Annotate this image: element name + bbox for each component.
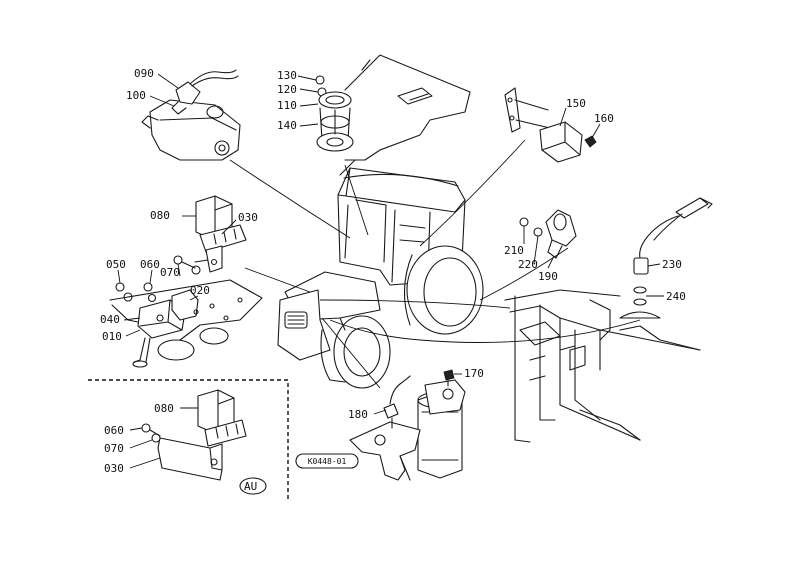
label-070-inset: 070 xyxy=(104,442,124,455)
label-230: 230 xyxy=(662,258,682,271)
label-140: 140 xyxy=(277,119,297,132)
label-020: 020 xyxy=(190,284,210,297)
part-group-110-140 xyxy=(315,75,354,152)
part-labels: 090 100 130 120 110 140 150 160 080 030 … xyxy=(100,67,686,475)
label-090: 090 xyxy=(134,67,154,80)
label-240: 240 xyxy=(666,290,686,303)
label-100: 100 xyxy=(126,89,146,102)
fender-panel xyxy=(339,54,471,176)
part-group-230-240 xyxy=(619,197,713,319)
part-group-190-220 xyxy=(519,209,577,259)
label-050: 050 xyxy=(106,258,126,271)
chassis-frame-right xyxy=(504,289,701,443)
part-group-090-100 xyxy=(141,69,241,161)
leader-lines xyxy=(117,73,664,469)
label-210: 210 xyxy=(504,244,524,257)
part-group-150-160 xyxy=(504,87,597,163)
label-060-upper: 060 xyxy=(140,258,160,271)
label-060-inset: 060 xyxy=(104,424,124,437)
drawing-code-stamp: K0448-01 xyxy=(295,453,359,469)
tractor-body xyxy=(277,167,484,389)
part-group-010-070 xyxy=(109,255,263,368)
label-080-inset: 080 xyxy=(154,402,174,415)
label-040: 040 xyxy=(100,313,120,326)
label-010: 010 xyxy=(102,330,122,343)
inset-au xyxy=(88,379,289,500)
label-180: 180 xyxy=(348,408,368,421)
connector-lines xyxy=(229,139,641,389)
label-170: 170 xyxy=(464,367,484,380)
label-220: 220 xyxy=(518,258,538,271)
label-080-upper: 080 xyxy=(150,209,170,222)
label-190: 190 xyxy=(538,270,558,283)
label-070-upper: 070 xyxy=(160,266,180,279)
label-110: 110 xyxy=(277,99,297,112)
label-030-upper: 030 xyxy=(238,211,258,224)
part-group-170-180 xyxy=(349,369,466,481)
label-030-inset: 030 xyxy=(104,462,124,475)
label-160: 160 xyxy=(594,112,614,125)
label-130: 130 xyxy=(277,69,297,82)
label-150: 150 xyxy=(566,97,586,110)
part-group-080-030-upper xyxy=(194,195,247,273)
au-stamp-text: AU xyxy=(244,480,257,493)
label-120: 120 xyxy=(277,83,297,96)
au-stamp: AU xyxy=(239,477,267,495)
drawing-code-text: K0448-01 xyxy=(308,457,347,466)
